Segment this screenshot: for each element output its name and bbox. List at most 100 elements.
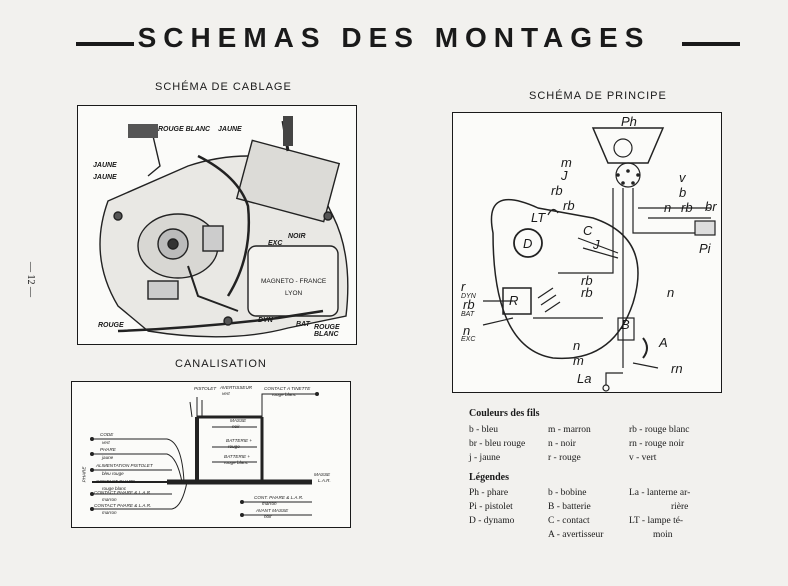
canal-label-contact-lar: CONTACT PHARE & L.A.R. [94, 490, 152, 495]
schema-label-v: v [679, 170, 686, 185]
legend-entry: moin [653, 530, 673, 540]
canalisation-diagram: PISTOLET AVERTISSEUR vert CONTACT A TINE… [71, 381, 351, 528]
schema-label-n3: n [667, 285, 675, 300]
label-dyn: DYN [258, 317, 273, 324]
canal-label-code: CODE [100, 432, 114, 437]
title-rule-right [682, 42, 740, 46]
legend-symbols-col3: La - lanterne ar- rière LT - lampe té- m… [629, 486, 690, 542]
schema-label-ph: Ph [621, 114, 637, 129]
color-entry: v - vert [629, 453, 657, 463]
color-entry: rb - rouge blanc [629, 425, 690, 435]
canal-label-masse-sub: noir [232, 424, 240, 429]
canal-label-phare: PHARE [100, 447, 116, 452]
schema-label-m1: m [561, 155, 572, 170]
canal-label-avertisseur: AVERTISSEUR [220, 385, 253, 390]
canal-label-pistolet: PISTOLET [194, 386, 217, 391]
schema-label-bat: BAT [461, 311, 475, 318]
schema-label-rn: rn [671, 361, 683, 376]
canal-label-alim-pistolet-sub: bleu rouge [102, 471, 124, 476]
canal-label-contact-phare-sub: rouge blanc [102, 486, 127, 491]
principle-diagram: Ph m J rb rb v b n rb br Pi LT C J D r D… [452, 112, 722, 393]
legend-colors-col2: m - marron n - noir r - rouge [548, 423, 591, 465]
schema-label-B: B [621, 317, 630, 332]
canal-label-phare-sub: jaune [102, 455, 114, 460]
canal-label-code-sub: vert [102, 440, 110, 445]
canal-label-contact-lar-sub: marron [102, 497, 117, 502]
canal-label-batterie-2: BATTERIE + [224, 454, 251, 459]
label-jaune-top: JAUNE [218, 126, 242, 133]
magneto-brand-line2: LYON [285, 290, 303, 297]
legend-symbols-col1: Ph - phare Pi - pistolet D - dynamo [469, 486, 514, 528]
schema-label-b: b [679, 185, 687, 200]
schema-label-n2: n [463, 323, 471, 338]
schema-label-br: br [705, 199, 717, 214]
schema-label-j2: J [593, 237, 600, 252]
label-rouge: ROUGE [98, 322, 124, 329]
schema-label-rb5: rb [581, 273, 593, 288]
schema-label-n1: n [664, 200, 672, 215]
legend-entry: C - contact [548, 516, 590, 526]
heading-canalisation: CANALISATION [175, 358, 267, 370]
canal-label-contact-tinette-sub: rouge blanc [272, 392, 297, 397]
legend-symbols-title: Légendes [469, 472, 509, 483]
schema-label-rb6: rb [581, 285, 593, 300]
canal-label-phare-side: PHARE [81, 466, 87, 483]
color-entry: j - jaune [469, 453, 501, 463]
schema-label-r: r [461, 279, 466, 294]
canal-label-avant-masse: AVANT MASSE [256, 508, 289, 513]
schema-label-m2: m [573, 353, 584, 368]
principle-schematic [482, 127, 716, 392]
legend-entry: LT - lampe té- [629, 516, 684, 526]
canal-label-batterie-2-sub: rouge blanc [224, 460, 249, 465]
canal-label-masse: MASSE [230, 418, 247, 423]
legend-colors-col3: rb - rouge blanc rn - rouge noir v - ver… [629, 423, 689, 465]
title-rule-left [76, 42, 134, 46]
canal-label-contact-phare: CONTACT PHARE [96, 479, 135, 484]
schema-label-n4: n [573, 338, 581, 353]
label-jaune-1: JAUNE [93, 162, 117, 169]
legend-symbols-col2: b - bobine B - batterie C - contact A - … [548, 486, 603, 542]
legend-entry: Ph - phare [469, 488, 509, 498]
heading-wiring: SCHÉMA DE CABLAGE [155, 81, 292, 93]
schema-label-rb2: rb [563, 198, 575, 213]
canal-label-contact-lar-2: CONTACT PHARE & L.A.R. [94, 503, 152, 508]
canal-label-batterie-1-sub: rouge [228, 444, 240, 449]
schema-label-la: La [577, 371, 592, 386]
label-jaune-2: JAUNE [93, 174, 117, 181]
schema-label-rb4: rb [463, 297, 475, 312]
legend-colors-title: Couleurs des fils [469, 408, 540, 419]
schema-label-c: C [583, 223, 593, 238]
canal-label-alim-pistolet: ALIMENTATION PISTOLET [96, 463, 153, 468]
legend-entry: La - lanterne ar- [629, 488, 691, 498]
color-entry: r - rouge [548, 453, 581, 463]
canal-label-avertisseur-sub: vert [222, 391, 230, 396]
label-rouge-blanc-2: ROUGE BLANC [314, 324, 340, 338]
canal-label-batterie-1: BATTERIE + [226, 438, 253, 443]
legend-entry: D - dynamo [469, 516, 515, 526]
canalisation-illustration [90, 392, 319, 517]
color-entry: rn - rouge noir [629, 439, 685, 449]
legend-entry: rière [671, 502, 689, 512]
schema-label-rb3: rb [681, 200, 693, 215]
canal-label-lar-top-sub: L.A.R. [318, 478, 331, 483]
wiring-illustration [99, 116, 349, 338]
legend-entry: Pi - pistolet [469, 502, 513, 512]
canal-label-contact-lar-2-sub: marron [102, 510, 117, 515]
label-exc: EXC [268, 240, 283, 247]
schema-label-j1: J [561, 168, 568, 183]
wiring-diagram: ROUGE BLANC JAUNE JAUNE JAUNE EXC NOIR M… [77, 105, 357, 345]
canal-label-avant-masse-sub: noir [264, 514, 272, 519]
label-rouge-blanc: ROUGE BLANC [158, 126, 211, 133]
legend-entry: B - batterie [548, 502, 591, 512]
color-entry: m - marron [548, 425, 591, 435]
magneto-brand-line1: MAGNETO - FRANCE [261, 278, 327, 285]
canal-label-lar-top: MASSE [314, 472, 331, 477]
schema-label-exc: EXC [461, 336, 476, 343]
schema-label-lt: LT [531, 210, 546, 225]
canal-label-contact-lar-3-sub: marron [262, 501, 277, 506]
schema-label-dyn: DYN [461, 293, 476, 300]
schema-label-rb1: rb [551, 183, 563, 198]
color-entry: n - noir [548, 439, 576, 449]
schema-label-pi: Pi [699, 241, 711, 256]
